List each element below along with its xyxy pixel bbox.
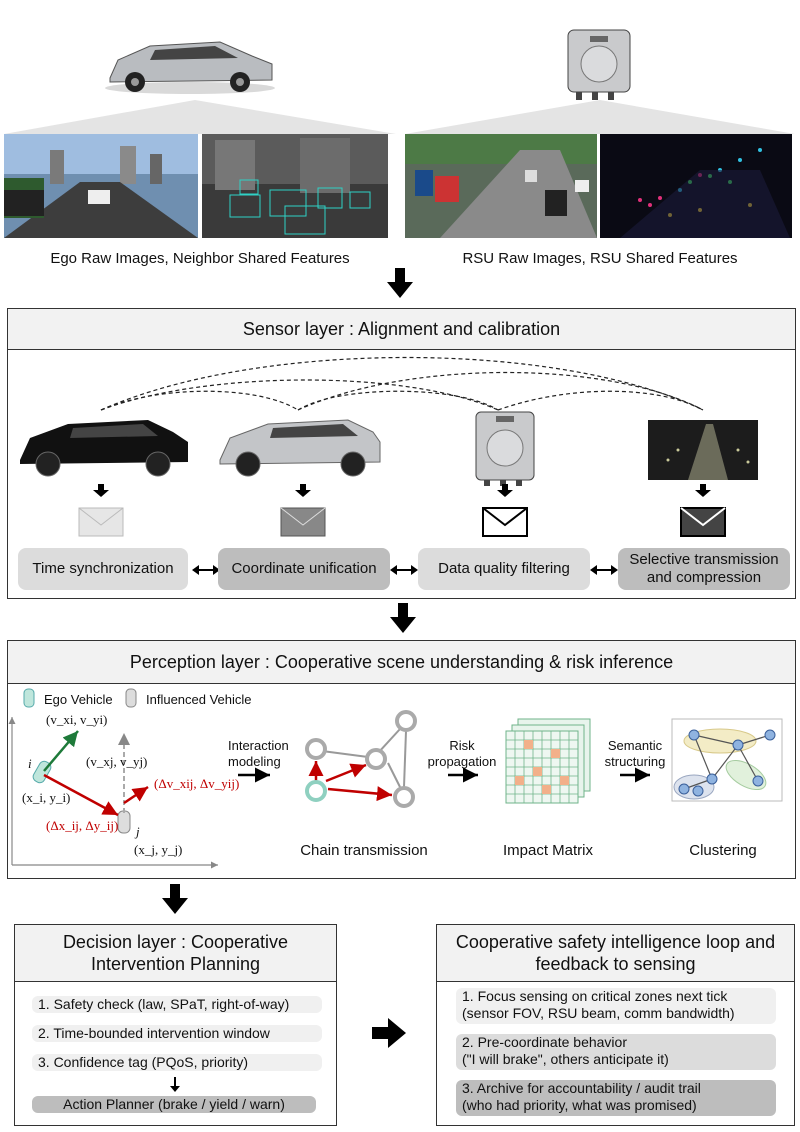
risk-propagation-label: Risk propagation [427, 738, 497, 769]
influenced-vehicle-legend-icon [125, 688, 137, 708]
ego-vehicle-legend-icon [23, 688, 35, 708]
down-arrow-icon [390, 603, 416, 633]
right-arrow-icon [372, 1018, 406, 1048]
point-cloud-image [648, 420, 758, 480]
clustering-caption: Clustering [689, 842, 757, 859]
envelope-icons [78, 484, 726, 537]
perception-layer-panel: Perception layer : Cooperative scene und… [7, 640, 796, 879]
time-sync-step: Time synchronization [18, 548, 188, 590]
loop-item-1-line2: (sensor FOV, RSU beam, comm bandwidth) [462, 1005, 735, 1021]
vehicle-i-label: i [28, 756, 32, 771]
small-down-arrow-icon [170, 1077, 180, 1092]
neighbor-features-image [202, 134, 388, 238]
vehicle-j-label: j [136, 824, 140, 839]
down-arrow-icon [162, 884, 188, 914]
decision-item-3: 3. Confidence tag (PQoS, priority) [32, 1054, 322, 1071]
loop-item-1: 1. Focus sensing on critical zones next … [456, 988, 776, 1024]
down-arrow-icon [387, 268, 413, 298]
clustering-graphic [671, 718, 783, 802]
bidirectional-arrow-icons [192, 565, 618, 575]
decision-item-2: 2. Time-bounded intervention window [32, 1025, 322, 1042]
chain-transmission-caption: Chain transmission [300, 842, 428, 859]
ego-images-caption: Ego Raw Images, Neighbor Shared Features [50, 250, 350, 267]
coordinate-axes [8, 717, 218, 869]
rsu-device-image [567, 29, 631, 100]
position-diff-label: (Δx_ij, Δy_ij) [46, 818, 119, 833]
loop-item-3-line1: 3. Archive for accountability / audit tr… [462, 1080, 701, 1096]
velocity-diff-label: (Δv_xij, Δv_yij) [154, 776, 240, 791]
velocity-i-label: (v_xi, v_yi) [46, 712, 108, 727]
data-quality-step: Data quality filtering [418, 548, 590, 590]
impact-matrix-caption: Impact Matrix [502, 842, 593, 859]
ego-raw-image [4, 134, 198, 238]
loop-item-2-line1: 2. Pre-coordinate behavior [462, 1034, 627, 1050]
perception-layer-title: Perception layer : Cooperative scene und… [8, 641, 795, 684]
sensor-layer-graphics [20, 356, 758, 575]
chain-graph [305, 710, 417, 808]
perception-graphics [8, 688, 783, 869]
loop-item-3: 3. Archive for accountability / audit tr… [456, 1080, 776, 1116]
influenced-vehicle-legend-label: Influenced Vehicle [146, 692, 252, 707]
semantic-structuring-label: Semantic structuring [604, 738, 666, 769]
impact-matrix-graphic [505, 718, 591, 804]
rsu-features-image [600, 134, 792, 238]
sensor-layer-title: Sensor layer : Alignment and calibration [8, 309, 795, 350]
position-j-label: (x_j, y_j) [134, 842, 183, 857]
top-illustration [4, 29, 795, 238]
decision-layer-title: Decision layer : Cooperative Interventio… [15, 925, 336, 982]
rsu-raw-image [405, 134, 597, 238]
loop-item-3-line2: (who had priority, what was promised) [462, 1097, 697, 1113]
rsu-fan [405, 100, 795, 134]
ego-car-image [105, 41, 275, 94]
influenced-vehicle-icon [117, 810, 131, 834]
loop-item-2: 2. Pre-coordinate behavior ("I will brak… [456, 1034, 776, 1070]
rsu-images-caption: RSU Raw Images, RSU Shared Features [462, 250, 738, 267]
coordinate-unification-step: Coordinate unification [218, 548, 390, 590]
position-i-label: (x_i, y_i) [22, 790, 71, 805]
ego-fan [4, 100, 396, 134]
silver-car-image [219, 419, 381, 477]
black-car-image [20, 420, 188, 477]
loop-item-2-line2: ("I will brake", others anticipate it) [462, 1051, 669, 1067]
action-planner: Action Planner (brake / yield / warn) [32, 1096, 316, 1113]
loop-item-1-line1: 1. Focus sensing on critical zones next … [462, 988, 728, 1004]
decision-item-1: 1. Safety check (law, SPaT, right-of-way… [32, 996, 322, 1013]
ego-vehicle-legend-label: Ego Vehicle [44, 692, 113, 707]
interaction-modeling-label: Interaction modeling [228, 738, 289, 769]
rsu-unit-image [475, 411, 535, 486]
velocity-j-label: (v_xj, v_yj) [86, 754, 148, 769]
selective-transmission-step: Selective transmission and compression [618, 548, 790, 590]
loop-panel-title: Cooperative safety intelligence loop and… [437, 925, 794, 982]
